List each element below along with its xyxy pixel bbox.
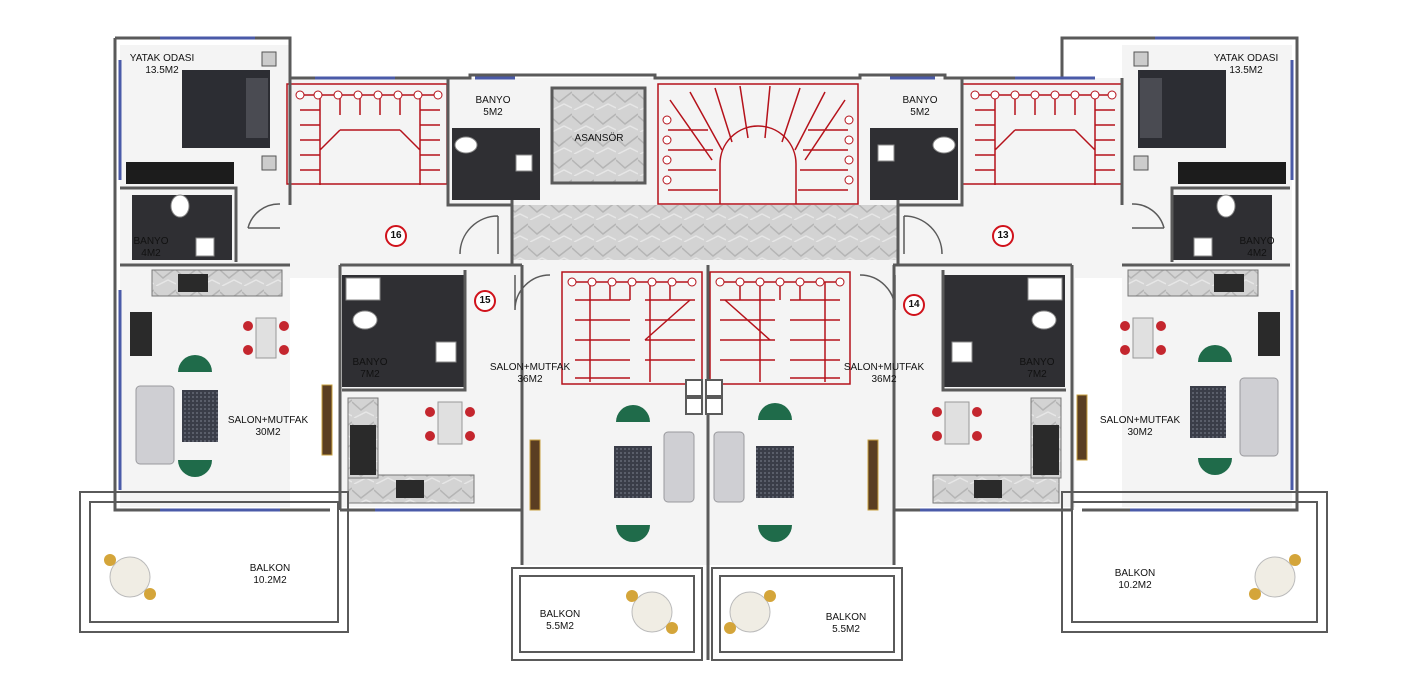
room-area: 36M2 — [517, 374, 543, 385]
room-area: 4M2 — [1247, 248, 1267, 259]
stair-step-markers — [295, 90, 1117, 287]
room-area: 7M2 — [360, 369, 380, 380]
sofas — [135, 377, 1279, 503]
room-name: BALKON — [825, 612, 867, 623]
room-name: BANYO — [133, 236, 169, 247]
room-name: BANYO — [902, 95, 938, 106]
room-name: YATAK ODASI — [1213, 53, 1279, 64]
room-name: BANYO — [1019, 357, 1055, 368]
room-area: 13.5M2 — [1229, 65, 1263, 76]
room-name: YATAK ODASI — [129, 53, 195, 64]
floor-areas — [120, 45, 1292, 565]
room-name: SALON+MUTFAK — [227, 415, 309, 426]
beds — [182, 51, 1226, 171]
room-name: BALKON — [1114, 568, 1156, 579]
light-well — [685, 379, 723, 415]
room-area: 5.5M2 — [832, 624, 860, 635]
room-name: BALKON — [249, 563, 291, 574]
room-area: 30M2 — [255, 427, 281, 438]
room-area: 10.2M2 — [253, 575, 287, 586]
unit-marker-13: 13 — [992, 225, 1014, 247]
room-area: 7M2 — [1027, 369, 1047, 380]
bathroom-fills — [132, 128, 1272, 387]
room-name: BANYO — [475, 95, 511, 106]
central-corridor — [512, 205, 898, 260]
room-area: 13.5M2 — [145, 65, 179, 76]
room-area: 10.2M2 — [1118, 580, 1152, 591]
room-name: SALON+MUTFAK — [843, 362, 925, 373]
room-area: 30M2 — [1127, 427, 1153, 438]
room-area: 5M2 — [483, 107, 503, 118]
doors — [247, 203, 1165, 311]
bathroom-fixtures — [170, 136, 1236, 363]
unit-marker-14: 14 — [903, 294, 925, 316]
walls — [113, 36, 1299, 660]
room-name: BANYO — [352, 357, 388, 368]
wardrobes — [126, 162, 1286, 184]
elevator-shaft — [550, 86, 647, 185]
staircases — [286, 83, 1123, 385]
room-area: 4M2 — [141, 248, 161, 259]
room-name: ASANSÖR — [574, 133, 624, 144]
balcony-tables — [104, 554, 1301, 634]
room-label-asansor: ASANSÖR — [575, 133, 624, 145]
room-area: 5.5M2 — [546, 621, 574, 632]
tv-units — [321, 384, 1088, 511]
room-name: BALKON — [539, 609, 581, 620]
room-area: 36M2 — [871, 374, 897, 385]
appliances — [130, 274, 1280, 498]
armchairs — [178, 345, 1232, 542]
balcony-railings — [79, 491, 1328, 661]
room-area: 5M2 — [910, 107, 930, 118]
room-name: SALON+MUTFAK — [489, 362, 571, 373]
room-name: SALON+MUTFAK — [1099, 415, 1181, 426]
dining-sets — [243, 317, 1166, 445]
unit-marker-15: 15 — [474, 290, 496, 312]
unit-marker-16: 16 — [385, 225, 407, 247]
room-name: BANYO — [1239, 236, 1275, 247]
windows — [118, 36, 1294, 512]
rugs — [182, 386, 1226, 498]
